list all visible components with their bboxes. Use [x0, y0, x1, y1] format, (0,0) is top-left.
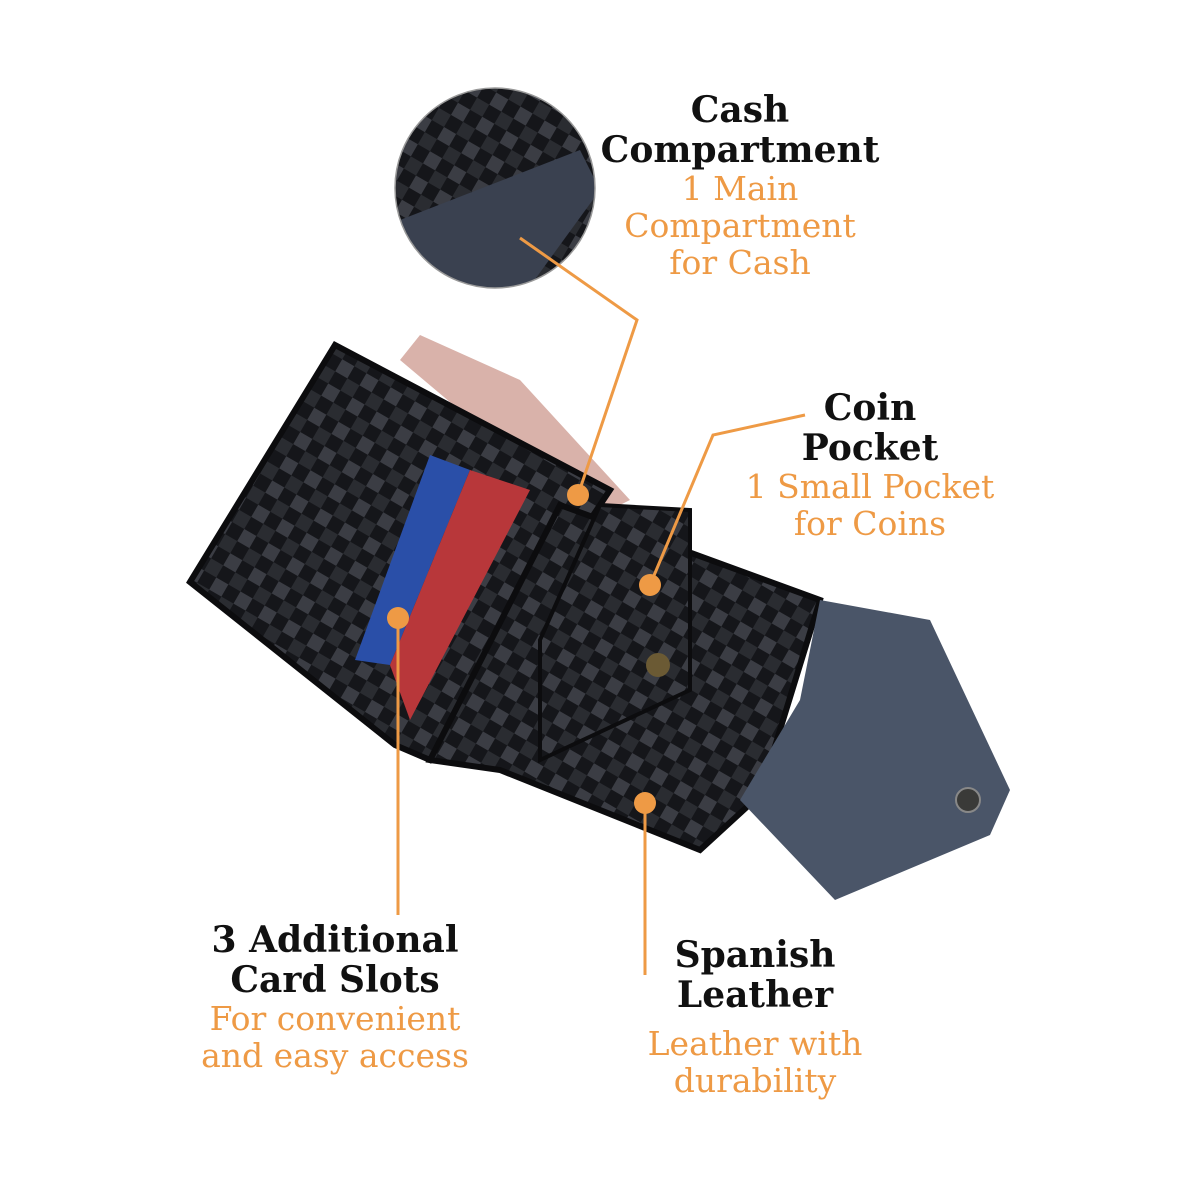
feature-title: Cash	[690, 89, 790, 131]
feature-card-slots: 3 Additional Card Slots For convenient a…	[190, 920, 480, 1075]
feature-title: Compartment	[600, 129, 880, 172]
feature-description: for Coins	[793, 503, 947, 543]
card-blue	[355, 455, 470, 665]
feature-description: 1 Main	[681, 168, 799, 208]
feature-title: Leather	[676, 974, 834, 1017]
feature-description: durability	[673, 1060, 837, 1100]
card-red	[390, 470, 530, 720]
feature-spanish-leather: Spanish Leather Leather with durability	[620, 935, 890, 1100]
feature-title: 3 Additional	[211, 919, 459, 961]
feature-description: Compartment	[624, 205, 856, 245]
cash-leader-line	[519, 236, 639, 496]
coin-leader-line	[648, 413, 806, 586]
coin-pocket	[538, 502, 692, 764]
feature-title: Spanish	[674, 934, 836, 976]
cards-dot	[387, 607, 409, 629]
leather-dot	[634, 792, 656, 814]
wallet-flap	[740, 600, 1010, 900]
feature-title: Coin	[823, 387, 917, 429]
feature-description: and easy access	[201, 1035, 469, 1075]
cash-compartment-closeup	[394, 87, 596, 289]
feature-coin-pocket: Coin Pocket 1 Small Pocket for Coins	[730, 388, 1010, 543]
feature-cash-compartment: Cash Compartment 1 Main Compartment for …	[590, 90, 890, 281]
snap-button	[646, 653, 670, 677]
feature-description: for Cash	[669, 242, 811, 282]
feature-description: For convenient	[209, 998, 461, 1038]
flap-snap	[955, 787, 981, 813]
cash-dot	[567, 484, 589, 506]
feature-description: Leather with	[647, 1023, 863, 1063]
feature-title: Pocket	[801, 427, 939, 470]
coin-dot	[639, 574, 661, 596]
feature-description: 1 Small Pocket	[745, 466, 995, 506]
feature-title: Card Slots	[230, 959, 440, 1002]
